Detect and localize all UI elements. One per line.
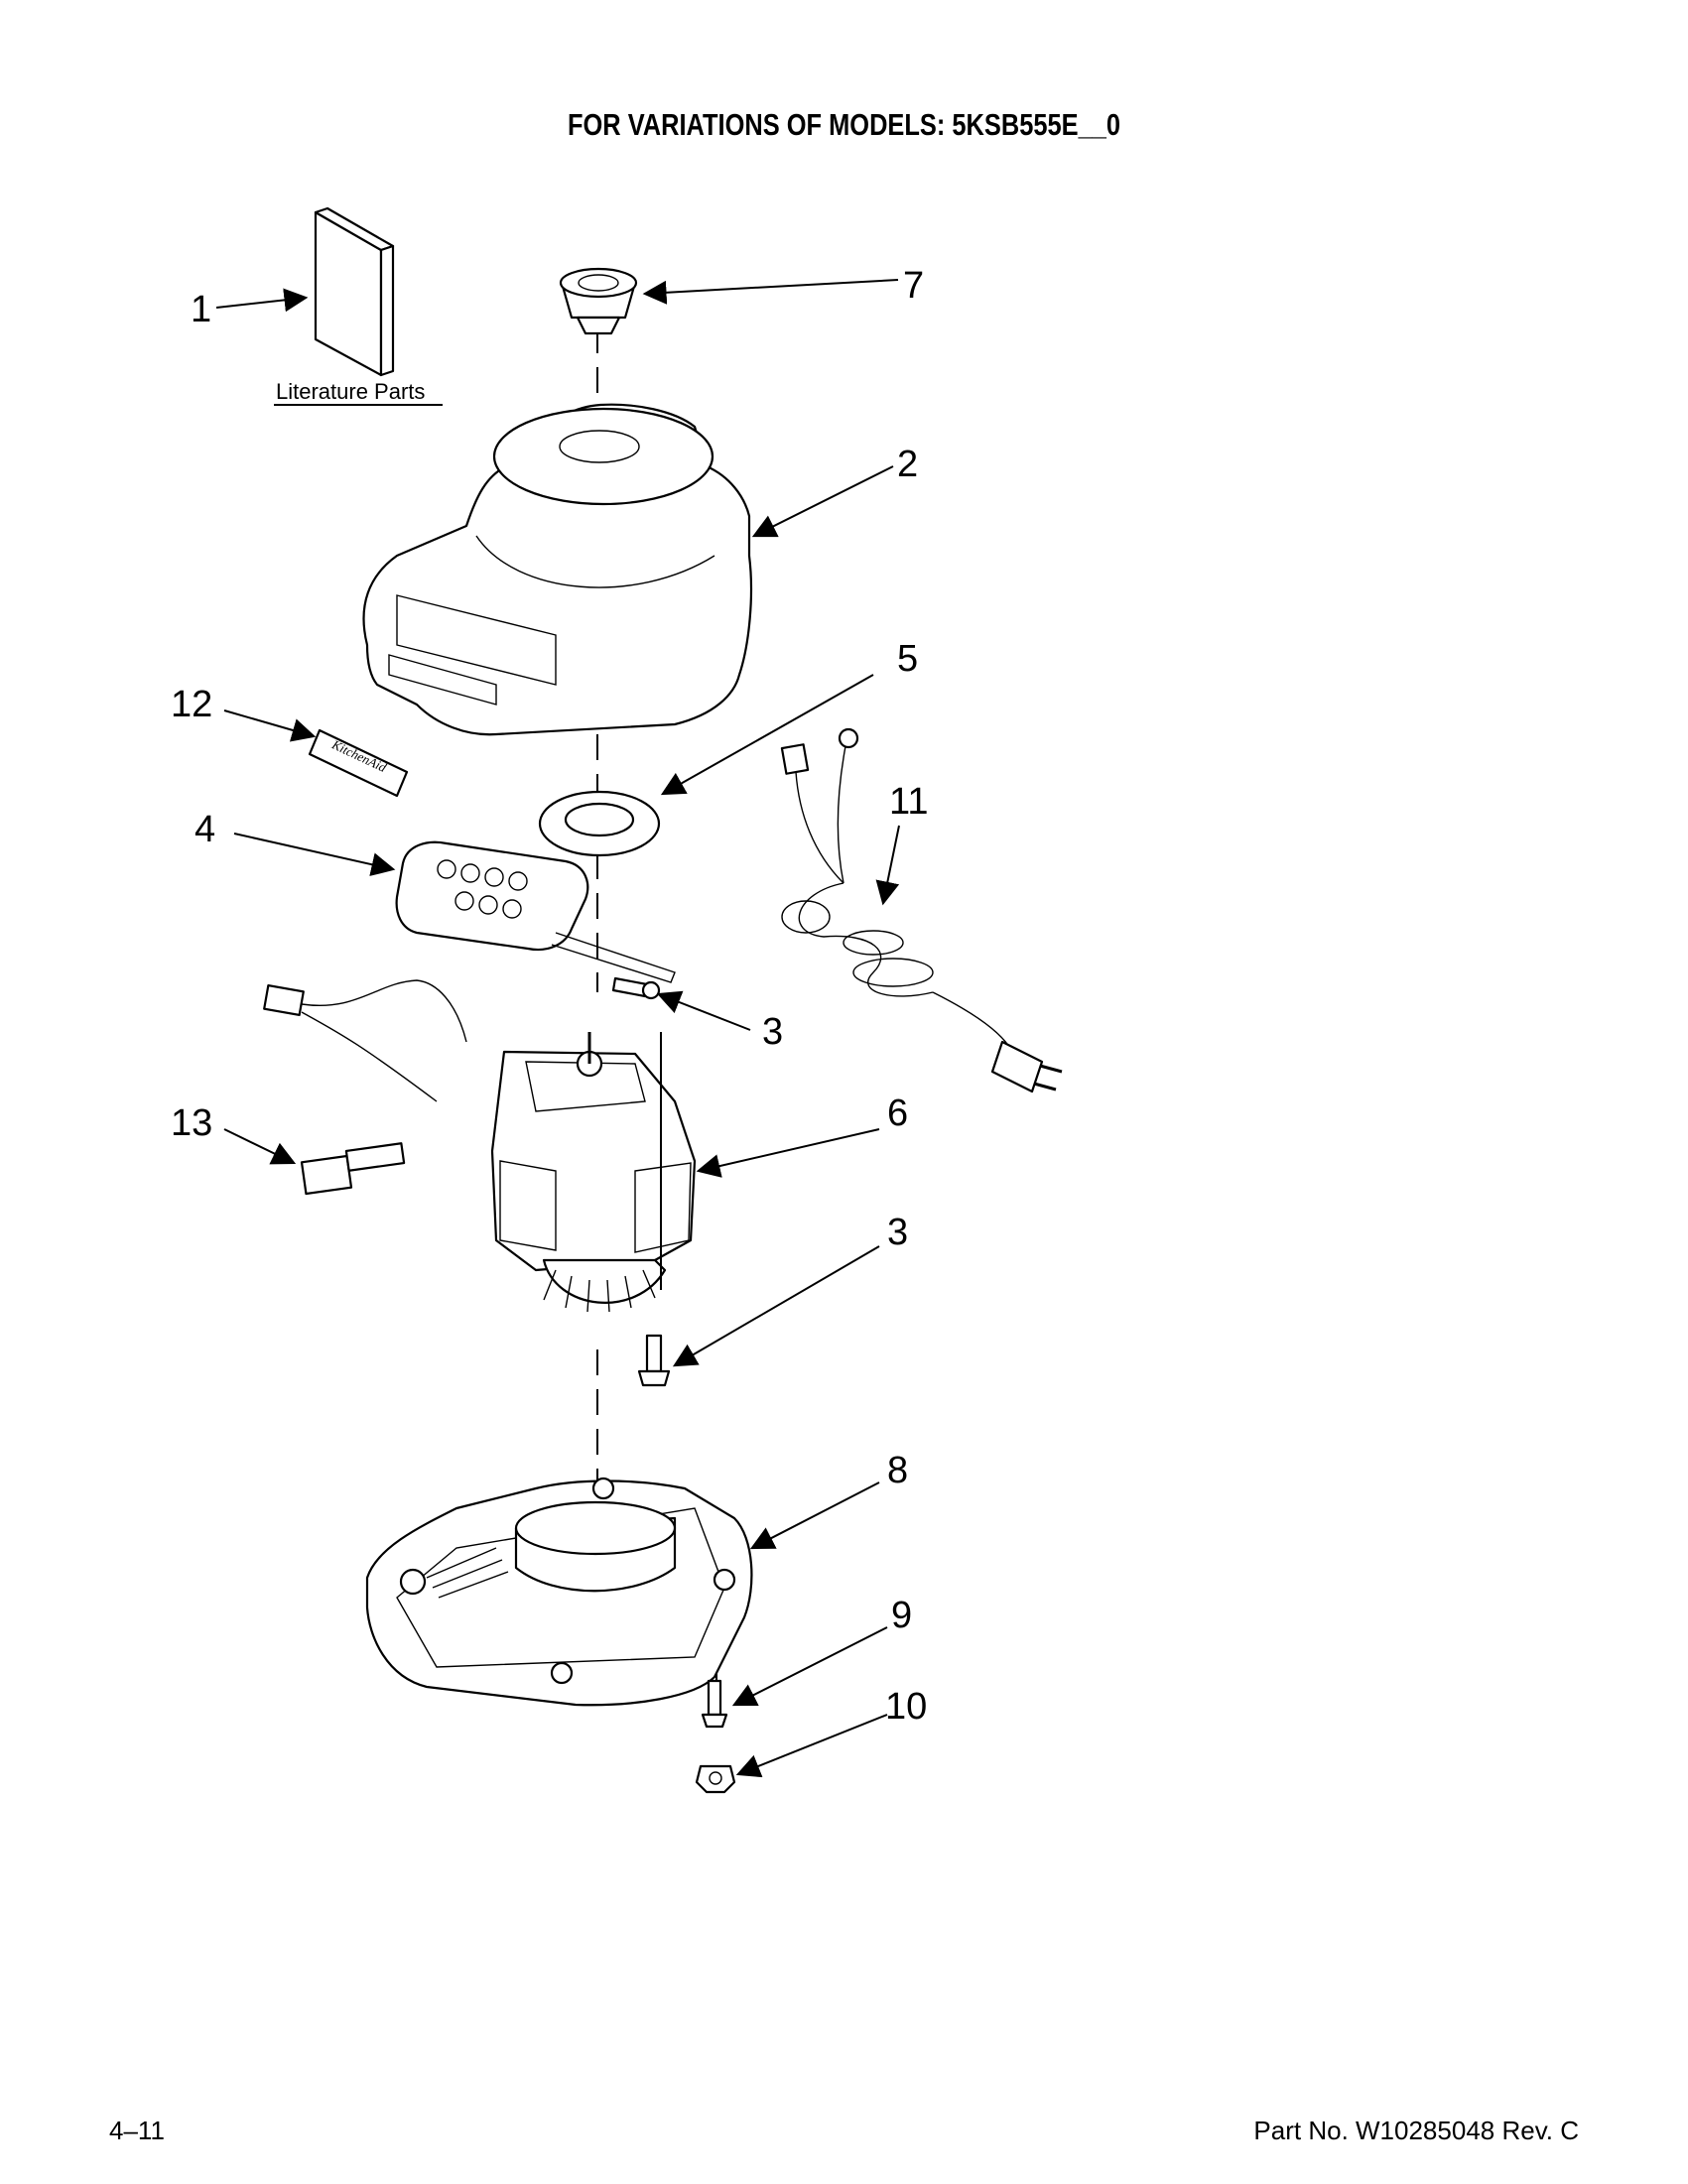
kitchenaid-badge-icon: KitchenAid: [308, 728, 409, 798]
base-icon: [365, 1477, 753, 1707]
nut-icon: [695, 1764, 736, 1794]
wiring-harness-icon: [263, 979, 467, 1196]
literature-booklet-icon: [314, 206, 395, 377]
gasket-ring-icon: [538, 790, 661, 857]
callout-label: 4: [195, 809, 215, 850]
callout-label: 9: [891, 1595, 912, 1636]
callout-label: 1: [191, 289, 211, 330]
callout-label: 6: [887, 1092, 908, 1134]
callout-label: 3: [887, 1212, 908, 1253]
page-number: 4–11: [109, 2116, 165, 2145]
literature-parts-label: Literature Parts: [276, 379, 425, 404]
motor-icon: [490, 1032, 697, 1313]
page-title: FOR VARIATIONS OF MODELS: 5KSB555E__0: [567, 107, 1120, 142]
callout-label: 7: [903, 265, 924, 307]
screw-icon: [611, 976, 661, 1000]
callout-label: 10: [885, 1686, 927, 1728]
callout-label: 11: [889, 781, 928, 823]
power-cord-icon: [780, 727, 1063, 1093]
coupler-icon: [559, 267, 638, 335]
housing-top-icon: [362, 403, 753, 736]
screw-icon: [701, 1679, 728, 1729]
callout-label: 3: [762, 1011, 783, 1053]
control-panel-icon: [395, 840, 676, 983]
callout-label: 13: [171, 1102, 212, 1144]
callout-label: 5: [897, 638, 918, 680]
screw-icon: [637, 1334, 671, 1387]
callout-label: 12: [171, 684, 212, 725]
callout-label: 2: [897, 444, 918, 485]
part-number: Part No. W10285048 Rev. C: [1253, 2116, 1579, 2145]
callout-label: 8: [887, 1450, 908, 1491]
